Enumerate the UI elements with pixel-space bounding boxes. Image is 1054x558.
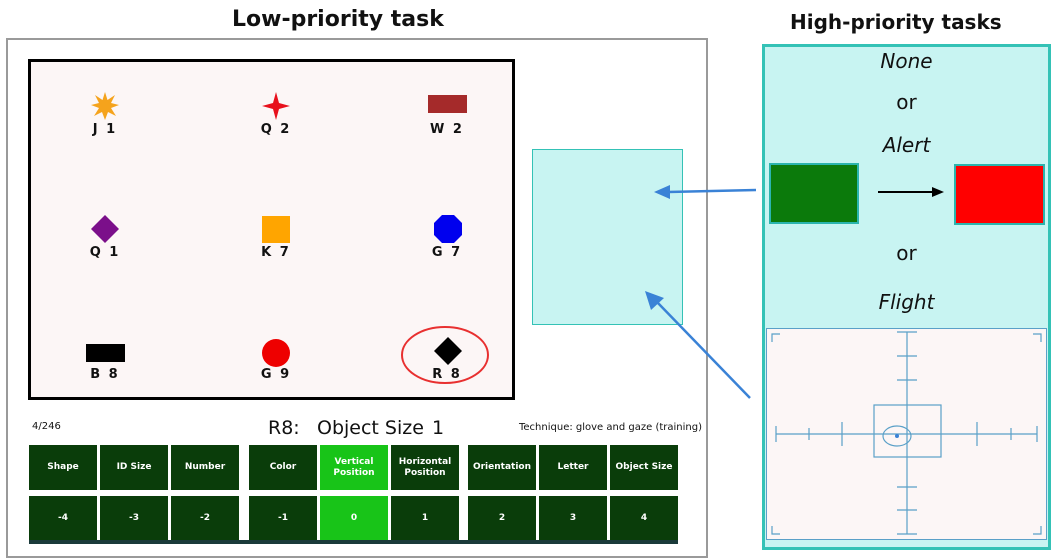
object-label: G 7 [431, 245, 463, 260]
object-label: K 7 [261, 245, 291, 260]
object-label: W 2 [430, 122, 464, 137]
alert-label: Alert [882, 133, 931, 157]
technique-label: Technique: glove and gaze (training) [519, 422, 702, 433]
object-label: Q 2 [260, 122, 292, 137]
shape-button[interactable]: Shape [29, 445, 97, 490]
diamond-object[interactable] [90, 214, 120, 244]
alert-indicator-triggered [954, 164, 1045, 225]
value-button[interactable]: -4 [29, 496, 97, 541]
four-point-star-object[interactable] [261, 91, 291, 121]
letter-button[interactable]: Letter [539, 445, 607, 490]
vertical-position-button[interactable]: Vertical Position [320, 445, 388, 490]
alert-indicator-normal [769, 163, 859, 224]
value-button-selected[interactable]: 0 [320, 496, 388, 541]
diamond-object[interactable] [433, 336, 463, 366]
octagon-object[interactable] [433, 214, 463, 244]
attribute-value: 1 [432, 417, 445, 439]
color-button[interactable]: Color [249, 445, 317, 490]
rectangle-object[interactable] [86, 344, 126, 364]
horizontal-position-button[interactable]: Horizontal Position [391, 445, 459, 490]
orientation-button[interactable]: Orientation [468, 445, 536, 490]
arrow-flight-to-display-icon [645, 291, 751, 399]
flight-label: Flight [878, 290, 935, 314]
scroll-strip [29, 540, 678, 544]
value-button[interactable]: -2 [171, 496, 239, 541]
value-button[interactable]: 3 [539, 496, 607, 541]
selected-object-highlight [401, 326, 489, 384]
value-button[interactable]: -1 [249, 496, 317, 541]
object-label: B 8 [90, 367, 120, 382]
flight-crosshair [771, 331, 1042, 535]
object-label: G 9 [260, 367, 292, 382]
high-priority-heading: High-priority tasks [790, 10, 1002, 34]
value-button[interactable]: 1 [391, 496, 459, 541]
number-button[interactable]: Number [171, 445, 239, 490]
attribute-label: Object Size [317, 417, 424, 439]
object-label: Q 1 [89, 245, 121, 260]
object-field: J 1 Q 2 W 2 Q 1 K 7 G 7 B 8 G 9 R 8 [28, 59, 515, 400]
target-label: R8: [268, 417, 300, 439]
trial-counter: 4/246 [32, 421, 61, 432]
rectangle-object[interactable] [428, 95, 468, 115]
arrow-alert-to-display-icon [654, 185, 757, 199]
object-label: J 1 [92, 122, 118, 137]
value-button[interactable]: 4 [610, 496, 678, 541]
high-priority-display-area [532, 149, 683, 325]
object-label: R 8 [432, 367, 462, 382]
id-size-button[interactable]: ID Size [100, 445, 168, 490]
value-button[interactable]: -3 [100, 496, 168, 541]
star-burst-object[interactable] [90, 91, 120, 121]
object-size-button[interactable]: Object Size [610, 445, 678, 490]
arrow-right-icon [878, 187, 944, 197]
or-label: or [896, 90, 917, 114]
circle-object[interactable] [261, 338, 291, 368]
value-button[interactable]: 2 [468, 496, 536, 541]
low-priority-heading: Low-priority task [232, 7, 444, 32]
square-object[interactable] [261, 215, 291, 245]
none-label: None [880, 49, 933, 73]
or-label: or [896, 241, 917, 265]
